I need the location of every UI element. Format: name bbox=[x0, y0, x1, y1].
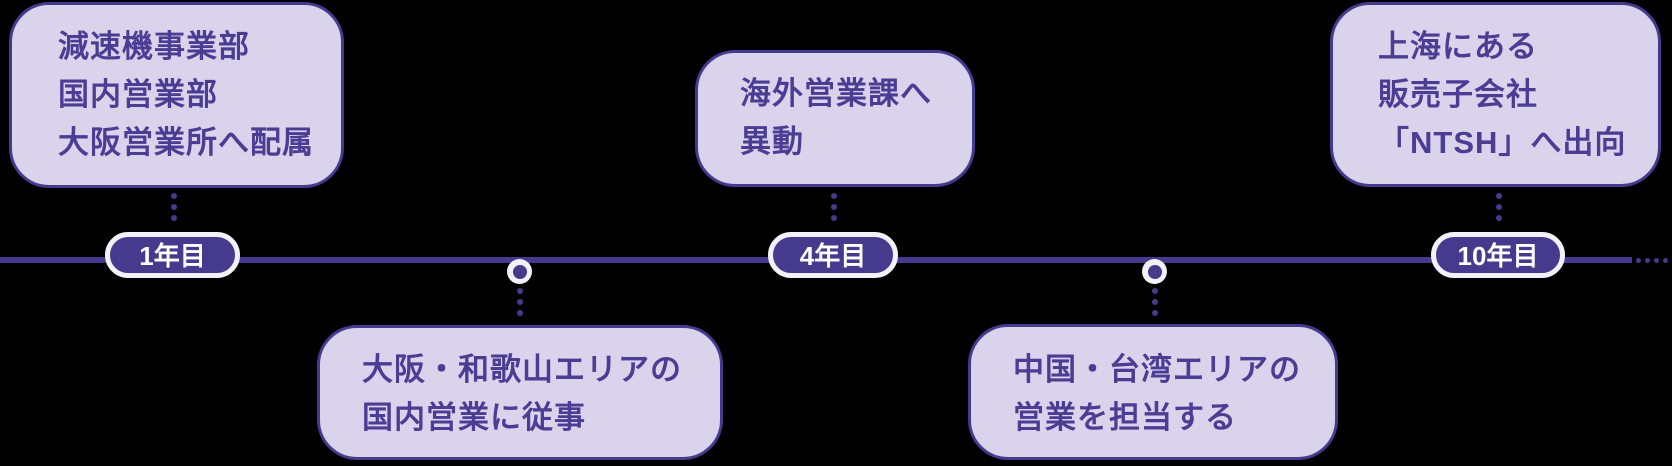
connector-dot bbox=[831, 193, 837, 199]
timeline-dot-marker bbox=[507, 259, 532, 284]
event-text-line: 海外営業課へ bbox=[740, 76, 932, 111]
timeline-dot-marker bbox=[1142, 259, 1167, 284]
dot-marker-core bbox=[1147, 264, 1162, 279]
event-card-year4: 海外営業課へ 異動 bbox=[695, 50, 975, 187]
event-text-line: 「NTSH」へ出向 bbox=[1378, 125, 1627, 160]
event-text-line: 異動 bbox=[740, 124, 804, 159]
timeline-continuation-dots bbox=[1636, 258, 1672, 263]
year-label: 10年目 bbox=[1457, 240, 1539, 271]
dotted-connector bbox=[831, 193, 837, 221]
year-marker-pill-1: 1年目 bbox=[105, 232, 240, 278]
connector-dot bbox=[1152, 299, 1158, 305]
connector-dot bbox=[517, 288, 523, 294]
timeline-tail-dot bbox=[1645, 258, 1650, 263]
year-label: 4年目 bbox=[799, 240, 867, 271]
connector-dot bbox=[831, 204, 837, 210]
event-text-line: 営業を担当する bbox=[1013, 400, 1237, 435]
connector-dot bbox=[1496, 204, 1502, 210]
connector-dot bbox=[171, 215, 177, 221]
timeline-tail-dot bbox=[1636, 258, 1641, 263]
connector-dot bbox=[171, 193, 177, 199]
connector-dot bbox=[517, 310, 523, 316]
event-card-year1: 減速機事業部 国内営業部 大阪営業所へ配属 bbox=[9, 2, 344, 188]
event-card-osaka-wakayama: 大阪・和歌山エリアの 国内営業に従事 bbox=[317, 325, 723, 460]
connector-dot bbox=[171, 204, 177, 210]
event-text-line: 中国・台湾エリアの bbox=[1013, 352, 1301, 387]
event-text-line: 上海にある bbox=[1378, 29, 1538, 64]
event-card-china-taiwan: 中国・台湾エリアの 営業を担当する bbox=[968, 324, 1338, 460]
connector-dot bbox=[1152, 310, 1158, 316]
event-text-line: 減速機事業部 bbox=[58, 29, 250, 64]
connector-dot bbox=[517, 299, 523, 305]
timeline-tail-dot bbox=[1663, 258, 1668, 263]
dotted-connector bbox=[517, 288, 523, 316]
connector-dot bbox=[1496, 215, 1502, 221]
event-card-year10: 上海にある 販売子会社 「NTSH」へ出向 bbox=[1330, 2, 1661, 187]
event-text-line: 大阪・和歌山エリアの bbox=[362, 352, 682, 387]
connector-dot bbox=[1152, 288, 1158, 294]
dot-marker-core bbox=[512, 264, 527, 279]
dotted-connector bbox=[171, 193, 177, 221]
event-text-line: 国内営業に従事 bbox=[362, 400, 586, 435]
year-label: 1年目 bbox=[139, 240, 206, 271]
dotted-connector bbox=[1496, 193, 1502, 221]
connector-dot bbox=[831, 215, 837, 221]
dotted-connector bbox=[1152, 288, 1158, 316]
year-marker-pill-10: 10年目 bbox=[1431, 232, 1565, 278]
event-text-line: 販売子会社 bbox=[1378, 77, 1538, 112]
connector-dot bbox=[1496, 193, 1502, 199]
event-text-line: 国内営業部 bbox=[58, 77, 218, 112]
year-marker-pill-4: 4年目 bbox=[768, 232, 898, 278]
event-text-line: 大阪営業所へ配属 bbox=[58, 125, 314, 160]
timeline-tail-dot bbox=[1654, 258, 1659, 263]
